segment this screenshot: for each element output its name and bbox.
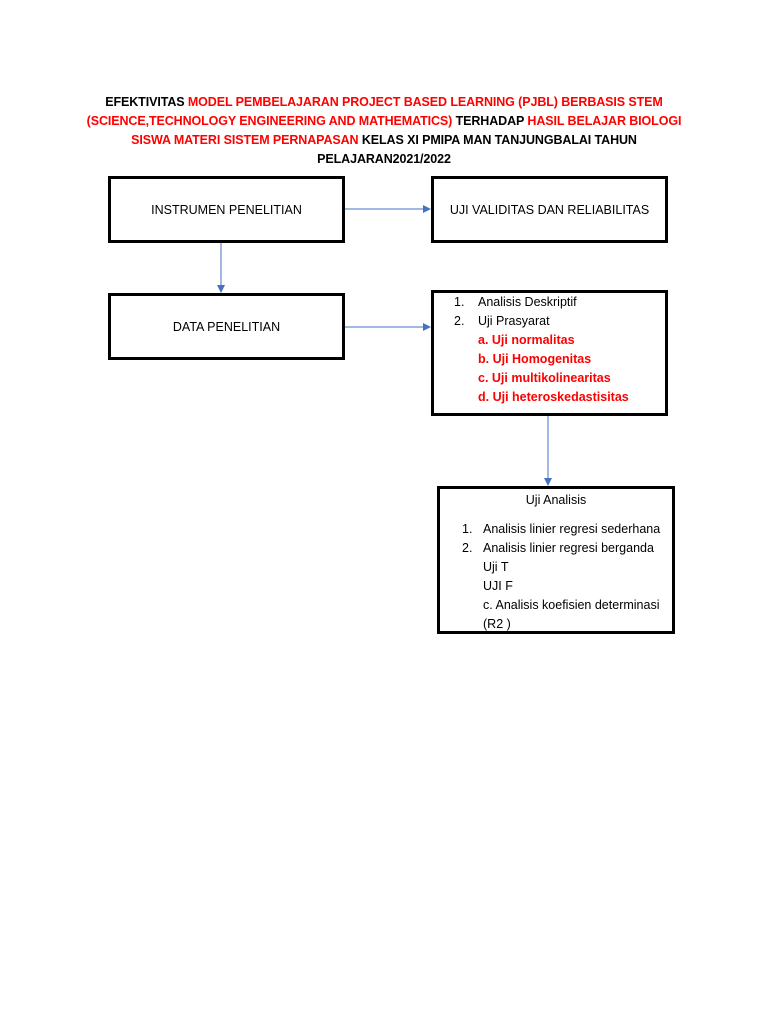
node-instrumen-penelitian: INSTRUMEN PENELITIAN — [108, 176, 345, 243]
title-segment-1: EFEKTIVITAS — [105, 95, 188, 109]
node-data-penelitian: DATA PENELITIAN — [108, 293, 345, 360]
uji-analisis-item-2-num: 2. — [462, 541, 473, 555]
analisis-subitem: a. Uji normalitas — [478, 333, 575, 347]
title-segment-5: KELAS XI PMIPA MAN TANJUNGBALAI TAHUN PE… — [317, 133, 637, 166]
node-instrumen-label: INSTRUMEN PENELITIAN — [151, 202, 302, 217]
analisis-subitem: c. Uji multikolinearitas — [478, 371, 611, 385]
node-analisis: 1. Analisis Deskriptif 2. Uji Prasyarat … — [431, 290, 668, 416]
node-uji-analisis: Uji Analisis 1. Analisis linier regresi … — [437, 486, 675, 634]
analisis-item-2-num: 2. — [454, 314, 465, 328]
uji-analisis-item-1: 1. Analisis linier regresi sederhana — [440, 520, 672, 539]
analisis-subitem: b. Uji Homogenitas — [478, 352, 592, 366]
analisis-item-1: 1. Analisis Deskriptif — [434, 293, 665, 312]
title-segment-3: TERHADAP — [452, 114, 528, 128]
title-segment-4: HASIL BELAJAR BIOLOGI SISWA MATERI SISTE… — [131, 114, 682, 147]
uji-analisis-heading: Uji Analisis — [525, 493, 587, 507]
uji-analisis-line: Uji T — [483, 560, 509, 574]
analisis-item-1-text: Analisis Deskriptif — [478, 295, 577, 309]
document-title: EFEKTIVITAS MODEL PEMBELAJARAN PROJECT B… — [80, 93, 688, 169]
uji-analisis-item-2-text: Analisis linier regresi berganda — [483, 541, 654, 555]
node-uji-validitas-label: UJI VALIDITAS DAN RELIABILITAS — [449, 202, 650, 217]
uji-analisis-line: c. Analisis koefisien determinasi — [483, 598, 660, 612]
title-segment-2: MODEL PEMBELAJARAN PROJECT BASED LEARNIN… — [86, 95, 663, 128]
uji-analisis-line: UJI F — [483, 579, 513, 593]
uji-analisis-item-2: 2. Analisis linier regresi berganda — [440, 539, 672, 558]
uji-analisis-item-1-num: 1. — [462, 522, 473, 536]
uji-analisis-line: (R2 ) — [483, 617, 511, 631]
node-data-label: DATA PENELITIAN — [172, 319, 281, 334]
analisis-item-2: 2. Uji Prasyarat — [434, 312, 665, 331]
analisis-item-1-num: 1. — [454, 295, 465, 309]
uji-analisis-item-1-text: Analisis linier regresi sederhana — [483, 522, 661, 536]
node-uji-validitas: UJI VALIDITAS DAN RELIABILITAS — [431, 176, 668, 243]
analisis-subitem: d. Uji heteroskedastisitas — [478, 390, 629, 404]
analisis-item-2-text: Uji Prasyarat — [478, 314, 550, 328]
